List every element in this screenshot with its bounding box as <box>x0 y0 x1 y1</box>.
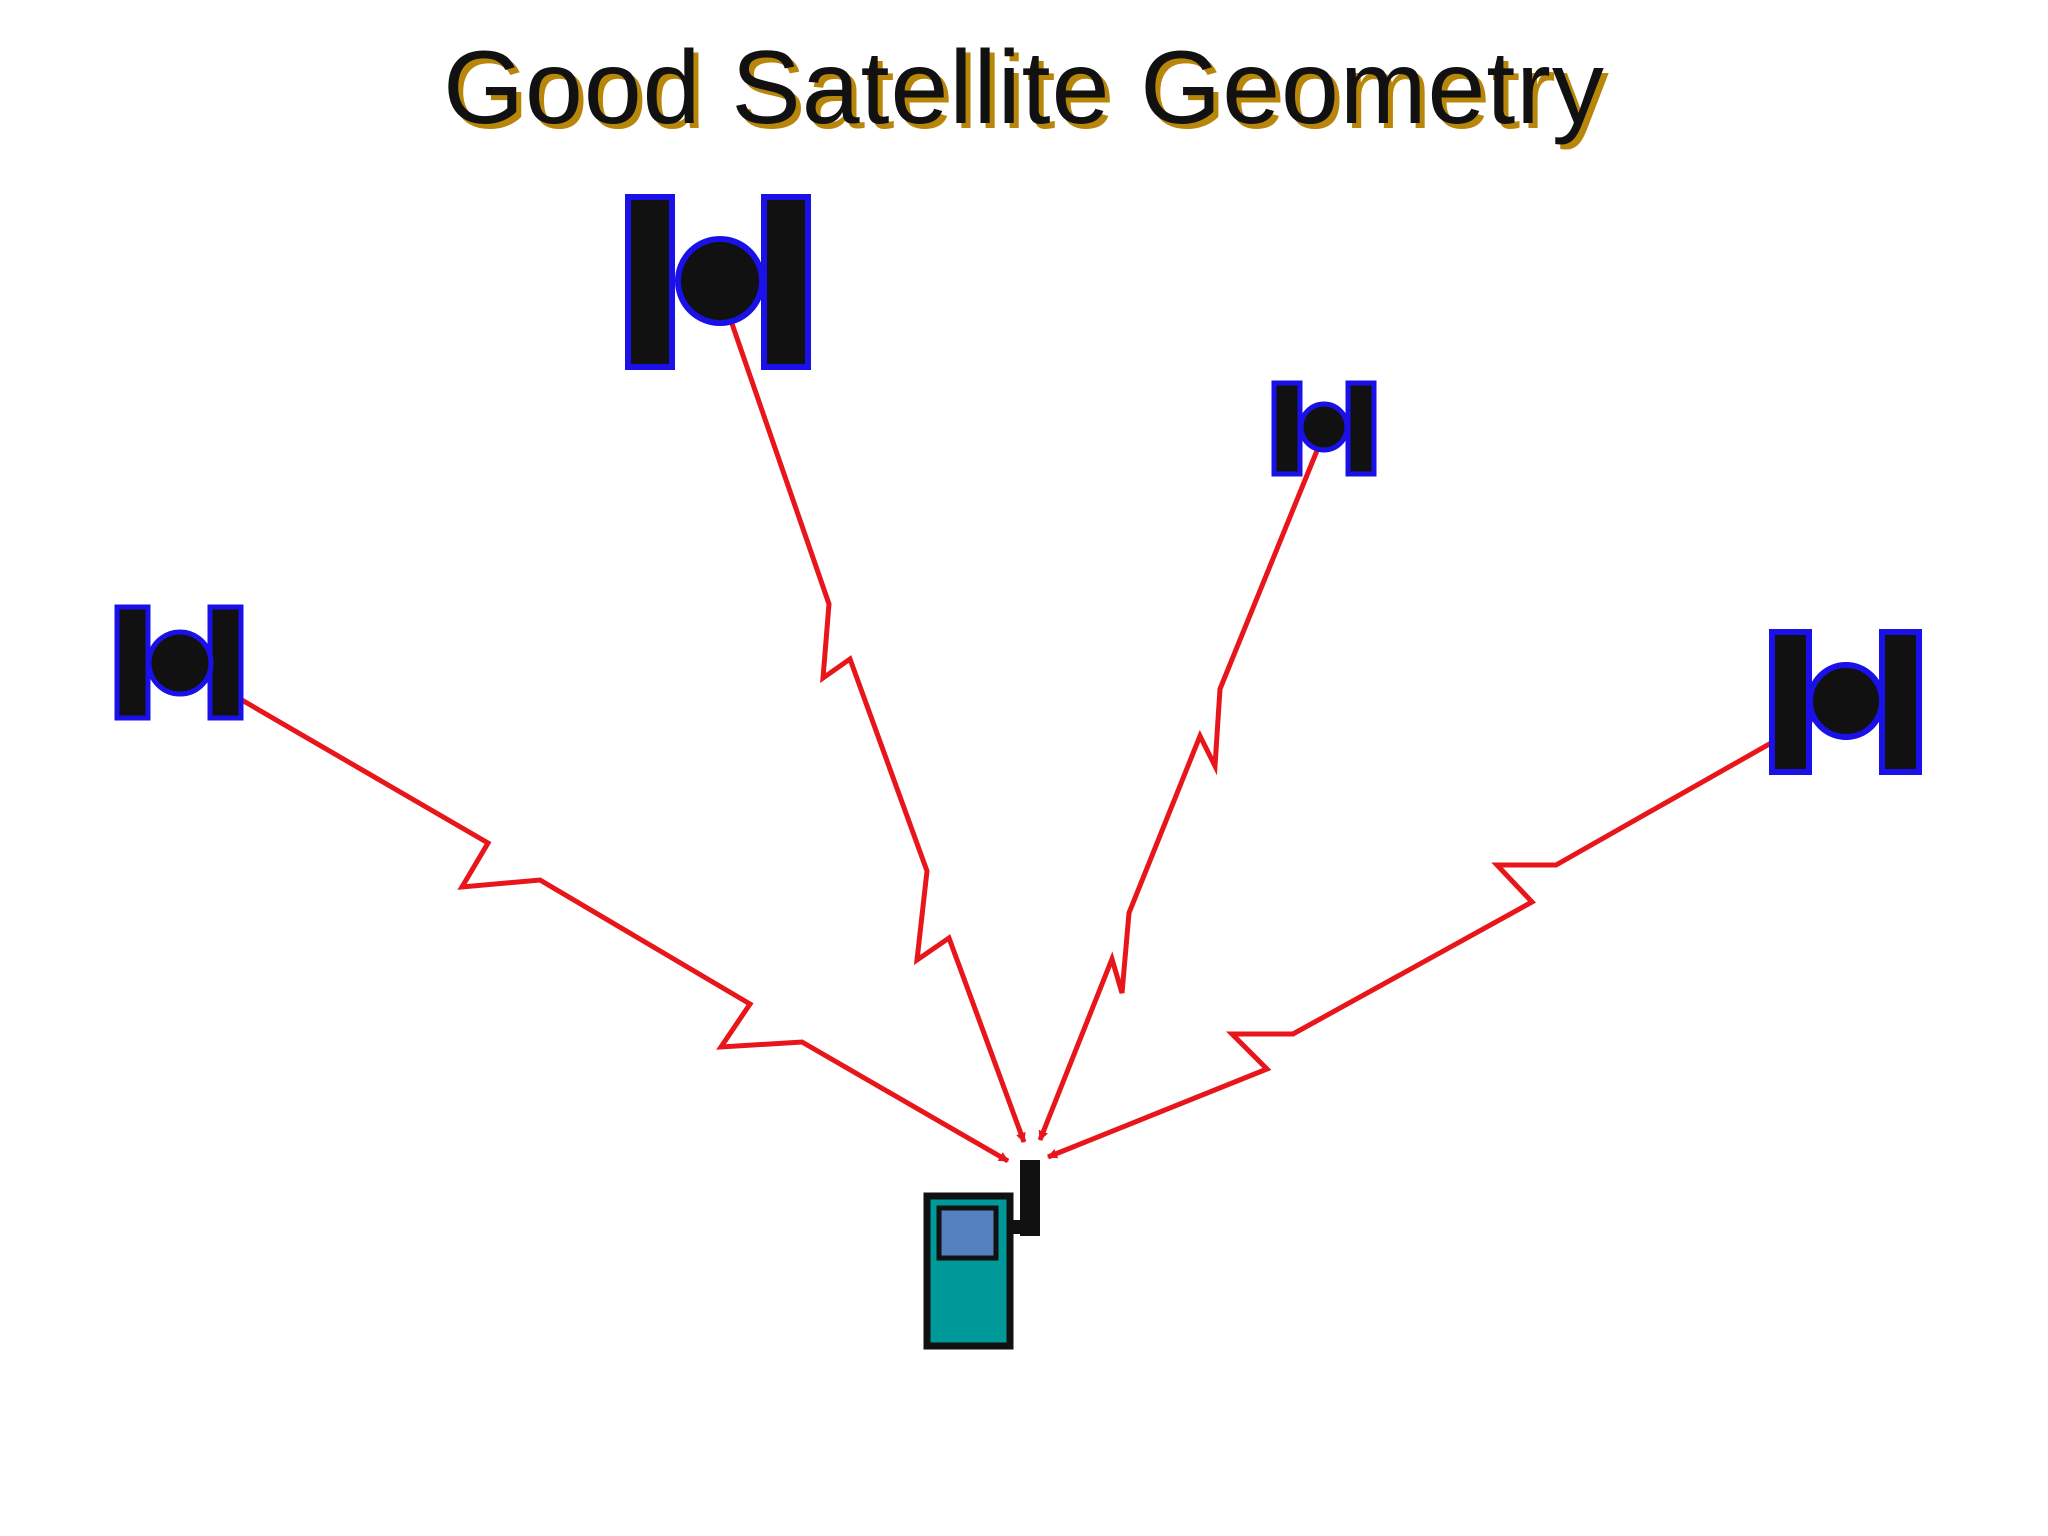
satellite-left-icon <box>114 604 244 721</box>
satellite-small-icon <box>1271 380 1377 477</box>
signal-path-right <box>1047 693 1856 1160</box>
satellite-large-icon <box>625 194 811 370</box>
slide-title: Good Satellite Geometry <box>443 30 1605 146</box>
signal-path-top-right <box>1037 425 1330 1141</box>
signal-path-top-left <box>717 288 1027 1143</box>
gps-receiver-icon <box>923 1160 1040 1350</box>
signal-path-left <box>183 664 1010 1164</box>
satellite-right-icon <box>1769 629 1922 775</box>
